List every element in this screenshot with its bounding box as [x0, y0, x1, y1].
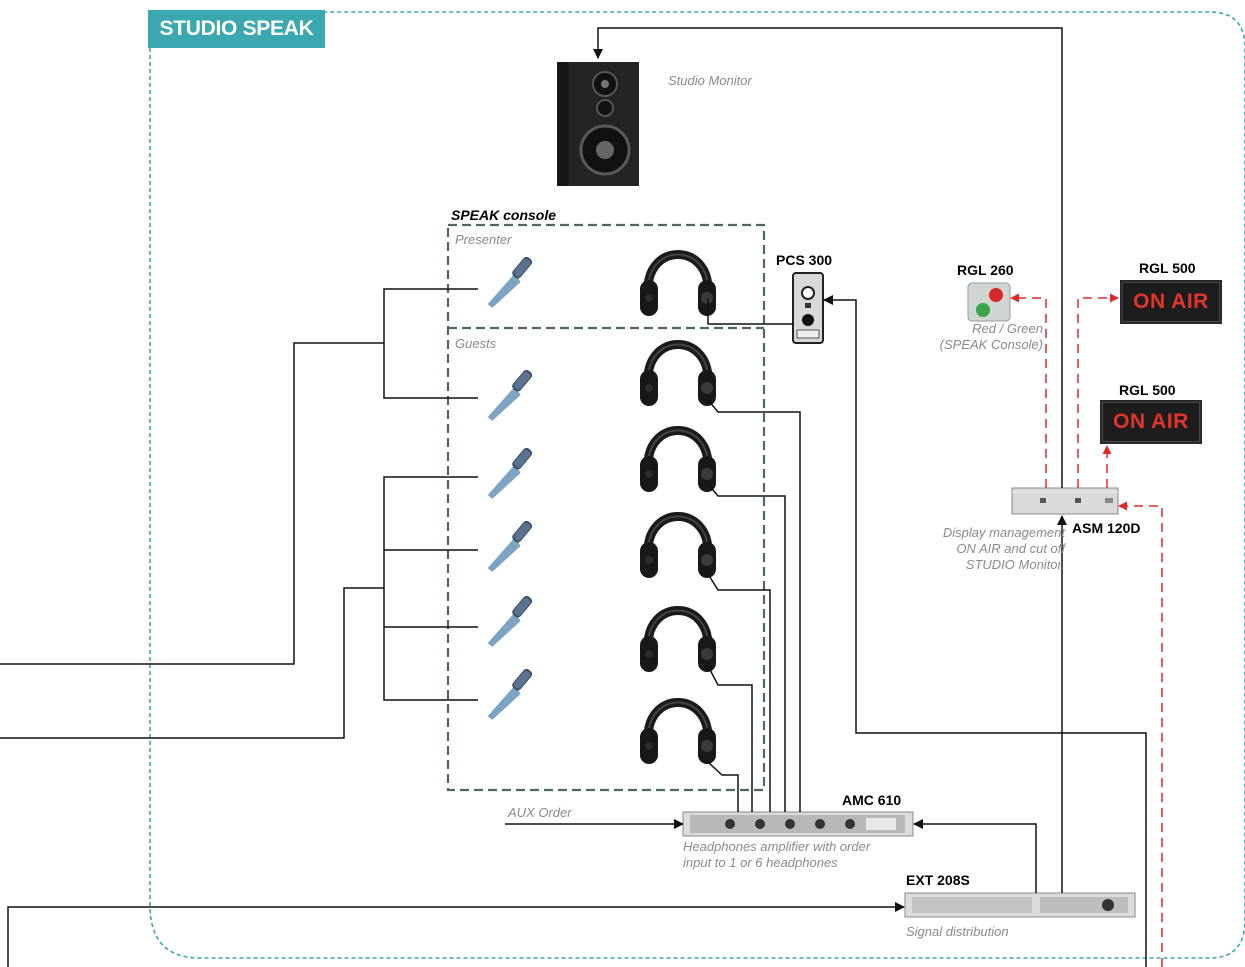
headphones-guest-3	[640, 517, 716, 579]
amc610-note-line2: input to 1 or 6 headphones	[683, 855, 838, 870]
rgl500-top-label: RGL 500	[1139, 260, 1196, 276]
asm120d-note-line1: Display management	[942, 525, 1065, 540]
line-bus-b-out	[0, 587, 384, 739]
headphones-presenter	[640, 255, 716, 317]
asm120d-note-line2: ON AIR and cut off	[956, 541, 1065, 556]
speak-console-title: SPEAK console	[451, 207, 557, 223]
studio-monitor-speaker	[557, 62, 639, 186]
studio-boundary	[149, 11, 1245, 959]
line-hp3	[707, 483, 786, 812]
rgl500-mid-label: RGL 500	[1119, 382, 1176, 398]
rgl500-mid-display: ON AIR	[1100, 400, 1202, 444]
mic-guest-4	[487, 594, 534, 651]
asm120d-note: Display management ON AIR and cut off ST…	[895, 525, 1065, 573]
headphones-guest-4	[640, 611, 716, 673]
aux-order-label: AUX Order	[508, 805, 572, 820]
line-bus-b	[383, 476, 478, 701]
amc610-note: Headphones amplifier with order input to…	[683, 839, 870, 871]
mic-guest-3	[487, 519, 534, 576]
line-into-ext	[7, 902, 905, 967]
asm120d-label: ASM 120D	[1072, 520, 1141, 536]
line-hp6	[707, 761, 739, 812]
guests-group-label: Guests	[455, 336, 497, 351]
ext208s-note: Signal distribution	[906, 924, 1009, 939]
mic-presenter	[487, 255, 534, 312]
red-to-rgl260	[1010, 293, 1047, 488]
line-ext-amc	[913, 819, 1037, 893]
ext208s-label: EXT 208S	[906, 872, 970, 888]
rgl260-note: Red / Green (SPEAK Console)	[915, 321, 1043, 353]
mic-guest-5	[487, 667, 534, 724]
headphones-guest-2	[640, 431, 716, 493]
rgl260-note-line1: Red / Green	[972, 321, 1043, 336]
line-hp4	[707, 573, 771, 812]
asm120d-device	[1011, 487, 1119, 515]
red-into-asm	[1118, 501, 1163, 967]
presenter-group-label: Presenter	[455, 232, 512, 247]
line-hp5	[707, 665, 753, 812]
rgl260-device	[967, 282, 1011, 322]
line-hp2	[707, 399, 801, 812]
studio-monitor-label: Studio Monitor	[668, 73, 752, 88]
asm120d-note-line3: STUDIO Monitor.	[965, 557, 1065, 572]
pcs300-label: PCS 300	[776, 252, 833, 268]
line-monitor-feed	[593, 27, 1063, 488]
line-hp1	[707, 298, 793, 325]
line-pcs-feed	[823, 295, 1147, 967]
amc610-note-line1: Headphones amplifier with order	[683, 839, 871, 854]
rgl500-top-display: ON AIR	[1120, 280, 1222, 324]
mic-guest-1	[487, 368, 534, 425]
headphones-guest-1	[640, 345, 716, 407]
speak-console-box	[446, 223, 766, 792]
red-to-rgl500-top	[1077, 293, 1119, 488]
ext208s-device	[904, 892, 1136, 918]
studio-label: STUDIO SPEAK	[148, 10, 325, 48]
amc610-device	[682, 811, 914, 837]
headphones-guest-5	[640, 703, 716, 765]
amc610-label: AMC 610	[842, 792, 902, 808]
rgl260-note-line2: (SPEAK Console)	[939, 337, 1043, 352]
line-bus-a-out	[0, 342, 384, 665]
mic-guest-2	[487, 446, 534, 503]
pcs300-device	[792, 272, 824, 344]
rgl260-label: RGL 260	[957, 262, 1014, 278]
